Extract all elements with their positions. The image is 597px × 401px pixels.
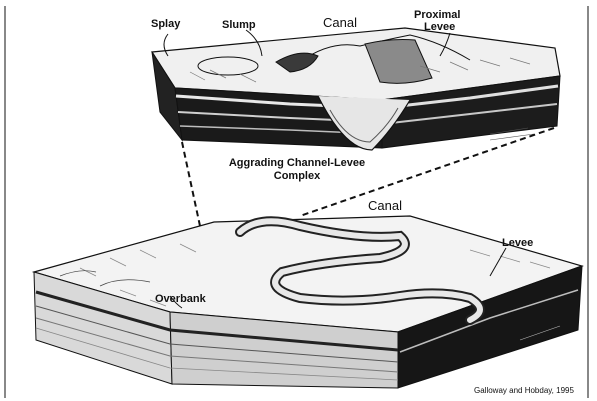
credit-text: Galloway and Hobday, 1995 [474,386,574,395]
canal-label-top: Canal [323,15,357,30]
diagram-title-line2: Complex [212,170,382,182]
diagram-title-line1: Aggrading Channel-Levee [212,157,382,169]
slump-label: Slump [222,19,256,31]
canal-label-bottom: Canal [368,198,402,213]
connector-left [182,142,200,226]
overbank-label: Overbank [155,293,206,305]
splay-label: Splay [151,18,180,30]
proximal-label-line1: Proximal [414,9,460,21]
proximal-label-line2: Levee [424,21,455,33]
lower-block [34,216,582,388]
upper-block [152,28,560,150]
levee-label: Levee [502,237,533,249]
